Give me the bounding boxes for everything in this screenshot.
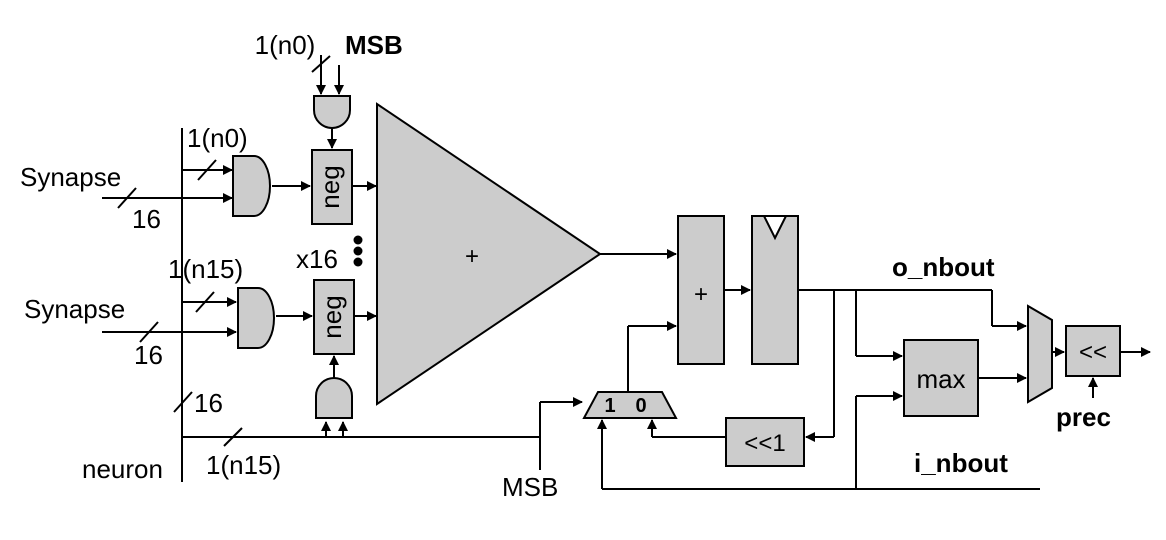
bus-slash-top (311, 55, 331, 73)
label-msb-bottom: MSB (502, 472, 558, 502)
neg-label-b: neg (317, 295, 347, 338)
neg-block-b (313, 279, 355, 355)
label-msb-top: MSB (345, 30, 403, 60)
dot-2 (353, 246, 363, 256)
label-n15-bottom: 1(n15) (206, 450, 281, 480)
input-mux (582, 391, 678, 419)
label-x16: x16 (296, 244, 338, 274)
label-n0-top: 1(n0) (255, 30, 316, 60)
max-block (903, 339, 979, 417)
clock-edge-icon (762, 215, 788, 241)
label-width-16-a: 16 (132, 204, 161, 234)
mux-input-1-label: 1 (604, 395, 615, 417)
bus-slash-b (195, 291, 215, 313)
shift-out-label: << (1079, 339, 1107, 366)
bus-slash-synapse-a (117, 187, 137, 209)
shift-left-1-block (725, 417, 805, 467)
label-width-16-c: 16 (194, 388, 223, 418)
label-o-nbout: o_nbout (892, 252, 995, 282)
label-prec: prec (1056, 402, 1111, 432)
bottom-and-gate (315, 377, 353, 419)
bus-slash-n15 (223, 427, 243, 447)
label-n15: 1(n15) (168, 254, 243, 284)
top-and-gate (313, 95, 351, 129)
accumulator-register (751, 215, 799, 365)
label-n0: 1(n0) (187, 123, 248, 153)
label-i-nbout: i_nbout (914, 448, 1008, 478)
dot-1 (353, 235, 363, 245)
label-neuron: neuron (82, 454, 163, 484)
shift-left-1-label: <<1 (744, 430, 785, 457)
label-width-16-b: 16 (134, 340, 163, 370)
adder-tree-label: + (465, 243, 479, 270)
adder-label: + (694, 281, 708, 308)
shift-out-block (1065, 325, 1121, 377)
and-gate-b (237, 287, 275, 349)
and-gate-a (232, 155, 271, 217)
dot-3 (353, 257, 363, 267)
label-synapse-a: Synapse (20, 162, 121, 192)
adder-block (677, 215, 725, 365)
label-synapse-b: Synapse (24, 294, 125, 324)
bus-slash-a (197, 159, 217, 181)
output-mux (1027, 304, 1053, 404)
mux-input-0-label: 0 (635, 395, 646, 417)
input-wiring (102, 128, 583, 482)
bus-slash-16 (173, 391, 193, 413)
top-and-gate-group (311, 55, 351, 149)
neg-label-a: neg (315, 165, 345, 208)
bus-slash-synapse-b (139, 321, 159, 343)
adder-tree (376, 102, 602, 406)
max-label: max (916, 364, 965, 394)
